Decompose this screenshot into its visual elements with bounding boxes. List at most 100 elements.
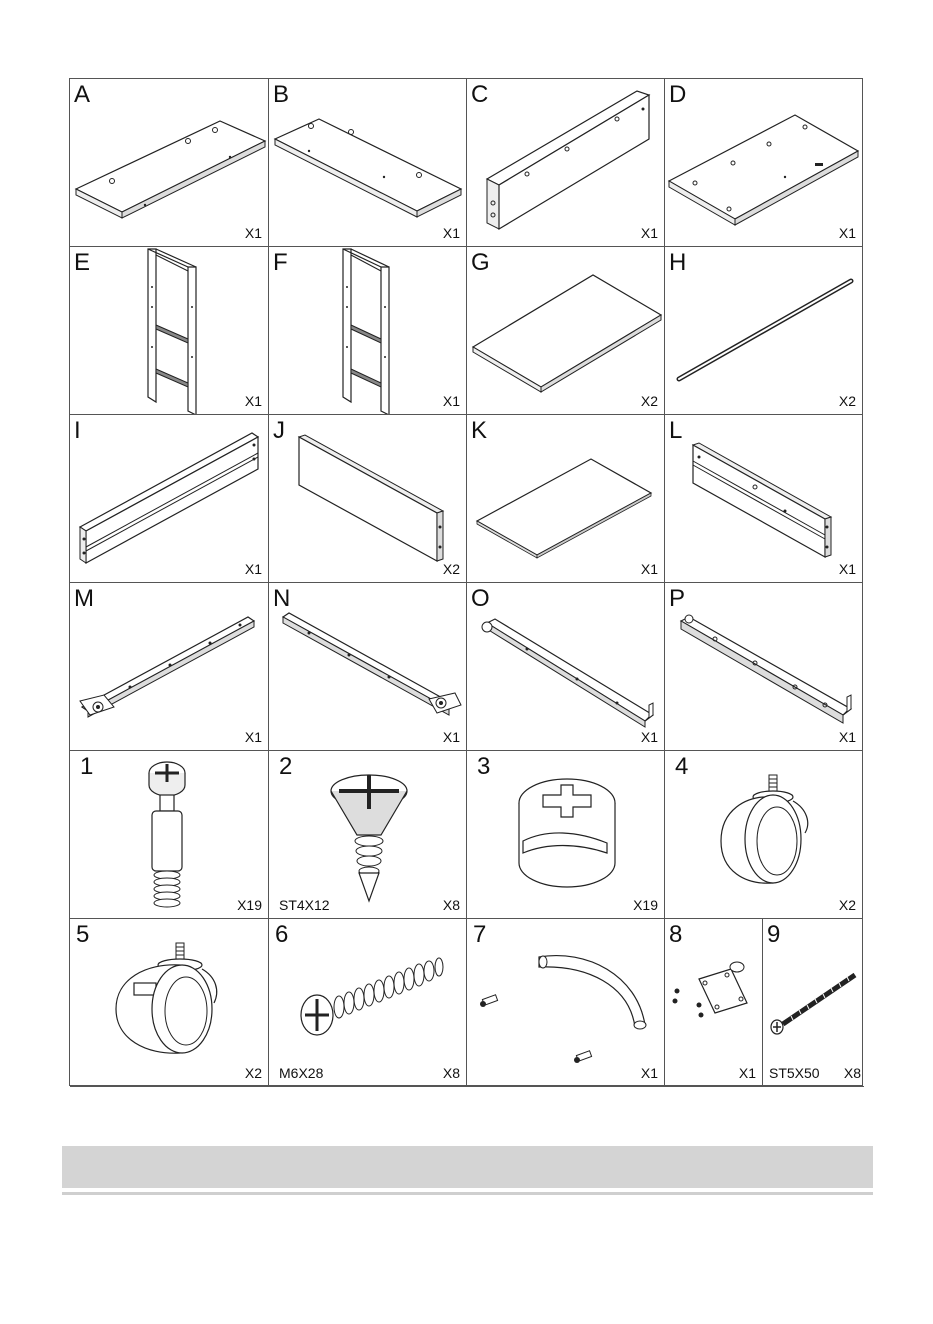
cam-bolt-drawing bbox=[70, 751, 269, 919]
part-quantity: X1 bbox=[839, 561, 856, 577]
part-quantity: X19 bbox=[633, 897, 658, 913]
part-letter: O bbox=[471, 587, 490, 611]
part-code: ST5X50 bbox=[769, 1065, 820, 1081]
part-code: M6X28 bbox=[279, 1065, 323, 1081]
part-letter: M bbox=[74, 587, 94, 611]
part-cell-8: 8 X1 bbox=[665, 919, 763, 1087]
frame-e-drawing bbox=[70, 247, 269, 415]
rail-o-drawing bbox=[467, 583, 665, 751]
bolt-m6-drawing bbox=[269, 919, 467, 1087]
part-cell-m: M X1 bbox=[70, 583, 269, 751]
part-letter: D bbox=[669, 83, 686, 107]
part-number: 9 bbox=[767, 923, 780, 947]
part-quantity: X1 bbox=[641, 561, 658, 577]
part-quantity: X1 bbox=[839, 729, 856, 745]
part-quantity: X2 bbox=[245, 1065, 262, 1081]
part-letter: L bbox=[669, 419, 682, 443]
part-cell-1: 1 X19 bbox=[70, 751, 269, 919]
caster-wheel-brake-drawing bbox=[70, 919, 269, 1087]
part-quantity: X1 bbox=[245, 393, 262, 409]
panel-c-drawing bbox=[467, 79, 665, 247]
part-cell-5: 5 X2 bbox=[70, 919, 269, 1087]
part-number: 6 bbox=[275, 923, 288, 947]
part-quantity: X2 bbox=[839, 897, 856, 913]
panel-b-drawing bbox=[269, 79, 467, 247]
panel-i-drawing bbox=[70, 415, 269, 583]
part-quantity: X2 bbox=[641, 393, 658, 409]
board-k-drawing bbox=[467, 415, 665, 583]
part-letter: K bbox=[471, 419, 487, 443]
part-cell-p: P X1 bbox=[665, 583, 863, 751]
part-quantity: X1 bbox=[245, 561, 262, 577]
parts-grid: A X1 B X1 C X1 bbox=[69, 78, 863, 1086]
part-code: ST4X12 bbox=[279, 897, 330, 913]
part-cell-j: J X2 bbox=[269, 415, 467, 583]
part-number: 5 bbox=[76, 923, 89, 947]
part-number: 1 bbox=[80, 755, 93, 779]
panel-d-drawing bbox=[665, 79, 863, 247]
part-number: 3 bbox=[477, 755, 490, 779]
frame-f-drawing bbox=[269, 247, 467, 415]
part-cell-6: 6 M6X28 X8 bbox=[269, 919, 467, 1087]
part-quantity: X1 bbox=[839, 225, 856, 241]
part-cell-2: 2 ST4X12 X8 bbox=[269, 751, 467, 919]
caster-wheel-drawing bbox=[665, 751, 863, 919]
part-quantity: X1 bbox=[443, 393, 460, 409]
handle-drawing bbox=[467, 919, 665, 1087]
part-letter: N bbox=[273, 587, 290, 611]
part-quantity: X1 bbox=[245, 225, 262, 241]
footer-rule bbox=[62, 1192, 873, 1195]
panel-a-drawing bbox=[70, 79, 269, 247]
cam-lock-drawing bbox=[467, 751, 665, 919]
part-cell-l: L X1 bbox=[665, 415, 863, 583]
part-cell-n: N X1 bbox=[269, 583, 467, 751]
rod-h-drawing bbox=[665, 247, 863, 415]
part-quantity: X1 bbox=[739, 1065, 756, 1081]
part-quantity: X8 bbox=[443, 1065, 460, 1081]
part-cell-o: O X1 bbox=[467, 583, 665, 751]
part-letter: H bbox=[669, 251, 686, 275]
rail-m-drawing bbox=[70, 583, 269, 751]
part-cell-a: A X1 bbox=[70, 79, 269, 247]
part-cell-e: E X1 bbox=[70, 247, 269, 415]
part-cell-d: D X1 bbox=[665, 79, 863, 247]
part-cell-b: B X1 bbox=[269, 79, 467, 247]
part-letter: F bbox=[273, 251, 288, 275]
part-quantity: X1 bbox=[443, 225, 460, 241]
part-quantity: X1 bbox=[641, 729, 658, 745]
part-letter: J bbox=[273, 419, 285, 443]
part-letter: E bbox=[74, 251, 90, 275]
part-letter: I bbox=[74, 419, 81, 443]
footer-band bbox=[62, 1146, 873, 1188]
part-quantity: X2 bbox=[443, 561, 460, 577]
part-number: 4 bbox=[675, 755, 688, 779]
part-number: 8 bbox=[669, 923, 682, 947]
part-cell-h: H X2 bbox=[665, 247, 863, 415]
part-cell-f: F X1 bbox=[269, 247, 467, 415]
rail-n-drawing bbox=[269, 583, 467, 751]
part-cell-i: I X1 bbox=[70, 415, 269, 583]
part-letter: P bbox=[669, 587, 685, 611]
panel-l-drawing bbox=[665, 415, 863, 583]
part-quantity: X1 bbox=[641, 1065, 658, 1081]
part-quantity: X2 bbox=[839, 393, 856, 409]
screw-st4-drawing bbox=[269, 751, 467, 919]
part-cell-c: C X1 bbox=[467, 79, 665, 247]
panel-j-drawing bbox=[269, 415, 467, 583]
part-quantity: X1 bbox=[443, 729, 460, 745]
part-cell-3: 3 X19 bbox=[467, 751, 665, 919]
part-cell-4: 4 X2 bbox=[665, 751, 863, 919]
part-number: 2 bbox=[279, 755, 292, 779]
part-cell-7: 7 X1 bbox=[467, 919, 665, 1087]
part-cell-9: 9 ST5X50 X8 bbox=[763, 919, 864, 1087]
part-number: 7 bbox=[473, 923, 486, 947]
part-letter: A bbox=[74, 83, 90, 107]
shelf-g-drawing bbox=[467, 247, 665, 415]
part-cell-k: K X1 bbox=[467, 415, 665, 583]
part-quantity: X8 bbox=[443, 897, 460, 913]
part-letter: G bbox=[471, 251, 490, 275]
part-letter: B bbox=[273, 83, 289, 107]
part-quantity: X1 bbox=[245, 729, 262, 745]
rail-p-drawing bbox=[665, 583, 863, 751]
part-cell-g: G X2 bbox=[467, 247, 665, 415]
